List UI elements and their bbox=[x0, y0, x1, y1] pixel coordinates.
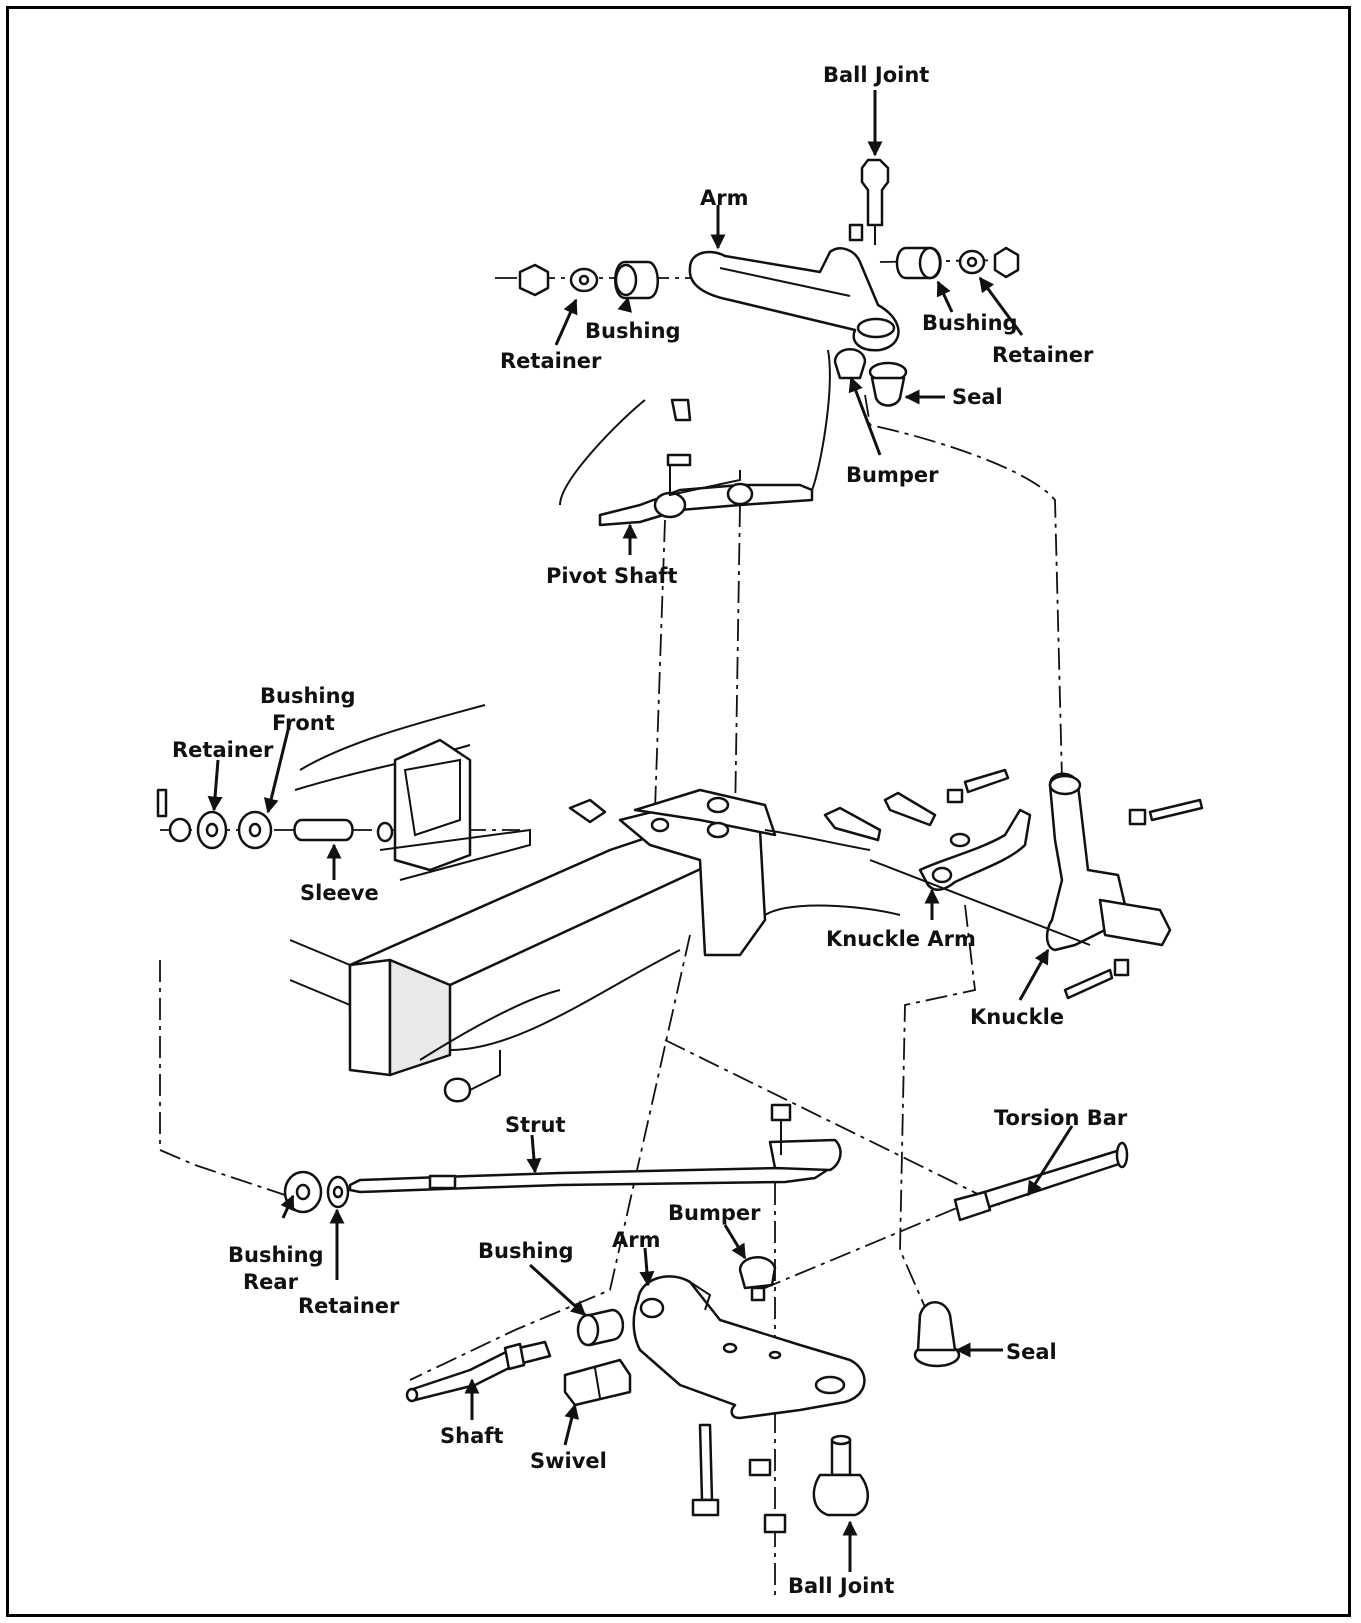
label-bushing-upper-right: Bushing bbox=[922, 311, 1018, 335]
label-seal-lower: Seal bbox=[1006, 1340, 1057, 1364]
label-bushing-upper-left: Bushing bbox=[585, 319, 681, 343]
label-strut: Strut bbox=[505, 1113, 566, 1137]
label-knuckle: Knuckle bbox=[970, 1005, 1064, 1029]
label-retainer-rear: Retainer bbox=[298, 1294, 400, 1318]
upper-control-arm bbox=[688, 247, 900, 352]
front-crossmember bbox=[289, 788, 901, 1103]
label-arm-upper: Arm bbox=[700, 186, 749, 210]
label-retainer-upper-right: Retainer bbox=[992, 343, 1094, 367]
upper-bumper bbox=[833, 348, 867, 380]
label-bushing-lower: Bushing bbox=[478, 1239, 574, 1263]
label-shaft: Shaft bbox=[440, 1424, 503, 1448]
frame-rail bbox=[294, 704, 531, 881]
label-bushing-front-1: Bushing bbox=[260, 684, 356, 708]
pivot-shaft bbox=[559, 349, 831, 527]
part-labels: Ball Joint Arm Bushing Retainer Bushing … bbox=[172, 63, 1128, 1598]
assembly-lines bbox=[159, 259, 1063, 1600]
label-bushing-front-2: Front bbox=[272, 711, 335, 735]
lower-control-arm bbox=[632, 1275, 866, 1420]
steering-knuckle bbox=[869, 772, 1172, 952]
upper-right-bushing-stack bbox=[895, 246, 1020, 280]
lower-ball-joint bbox=[812, 1434, 869, 1517]
rear-bushing-stack bbox=[283, 1170, 350, 1214]
label-retainer-upper-left: Retainer bbox=[500, 349, 602, 373]
lower-bushing bbox=[576, 1308, 625, 1347]
strut-rod bbox=[348, 1103, 842, 1194]
lower-shaft bbox=[405, 1340, 552, 1403]
label-pivot-shaft: Pivot Shaft bbox=[546, 564, 677, 588]
front-bushing-stack bbox=[156, 788, 394, 850]
label-sleeve: Sleeve bbox=[300, 881, 379, 905]
upper-seal bbox=[868, 361, 908, 407]
label-arm-lower: Arm bbox=[612, 1228, 661, 1252]
knuckle-bolts bbox=[823, 768, 1204, 1000]
leader-arrows bbox=[207, 90, 1074, 1572]
label-ball-joint-lower: Ball Joint bbox=[788, 1574, 894, 1598]
label-knuckle-arm: Knuckle Arm bbox=[826, 927, 976, 951]
label-bumper-upper: Bumper bbox=[846, 463, 939, 487]
label-ball-joint-upper: Ball Joint bbox=[823, 63, 929, 87]
torsion-bar bbox=[953, 1141, 1129, 1222]
upper-left-bushing-stack bbox=[518, 260, 659, 300]
label-swivel: Swivel bbox=[530, 1449, 607, 1473]
label-bushing-rear-1: Bushing bbox=[228, 1243, 324, 1267]
label-seal-upper: Seal bbox=[952, 385, 1003, 409]
upper-ball-joint bbox=[848, 158, 890, 245]
lower-hardware bbox=[691, 1423, 787, 1534]
knuckle-arm bbox=[918, 808, 1032, 891]
label-bumper-lower: Bumper bbox=[668, 1201, 761, 1225]
label-bushing-rear-2: Rear bbox=[243, 1270, 299, 1294]
label-retainer-front: Retainer bbox=[172, 738, 274, 762]
label-torsion-bar: Torsion Bar bbox=[994, 1106, 1128, 1130]
lower-bumper bbox=[738, 1256, 777, 1302]
lower-swivel bbox=[563, 1358, 632, 1407]
lower-seal bbox=[913, 1301, 961, 1368]
